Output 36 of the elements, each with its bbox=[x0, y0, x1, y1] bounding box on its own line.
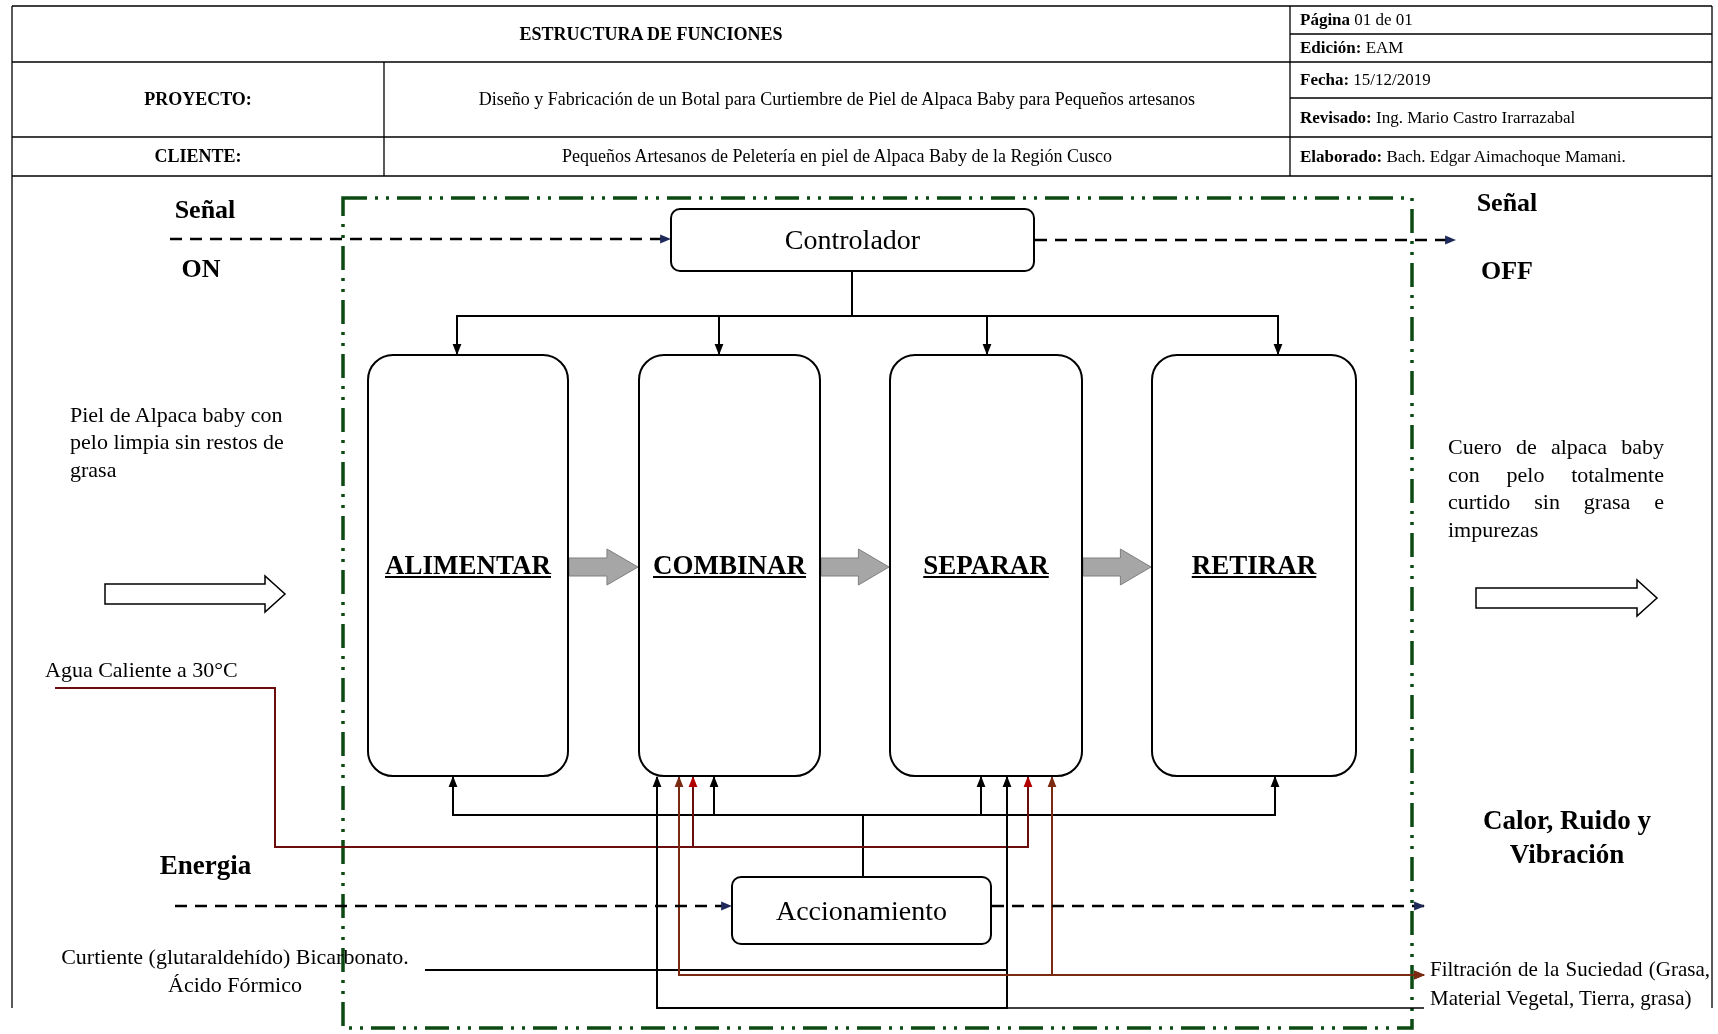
signal-label: Señal bbox=[173, 193, 237, 226]
function-box: ALIMENTAR bbox=[367, 354, 569, 777]
block-arrow bbox=[1082, 548, 1152, 586]
diagram-title: ESTRUCTURA DE FUNCIONES bbox=[518, 22, 784, 46]
signal-state: ON bbox=[180, 252, 222, 285]
project-title: Diseño y Fabricación de un Botal para Curtiembre de Piel de Alpaca Baby para Pequeños artesanos bbox=[477, 88, 1197, 112]
output-label: Filtración de la Suciedad (Grasa, Material Vegetal, Tierra, grasa) bbox=[1424, 898, 1710, 1030]
input-description: Piel de Alpaca baby con pelo limpia sin restos de grasa bbox=[70, 400, 285, 484]
output-description: Calor, Ruido y Vibración bbox=[1482, 804, 1652, 871]
dashed-arrow bbox=[170, 234, 672, 244]
date-info: Fecha: 15/12/2019 bbox=[1299, 69, 1432, 92]
field-label: CLIENTE: bbox=[153, 145, 243, 169]
process-box: Accionamiento bbox=[731, 876, 992, 945]
function-box: SEPARAR bbox=[889, 354, 1083, 777]
block-arrow bbox=[820, 548, 890, 586]
block-arrow bbox=[568, 548, 639, 586]
function-box: COMBINAR bbox=[638, 354, 821, 777]
process-box: Controlador bbox=[670, 208, 1035, 272]
page-info: Página 01 de 01 bbox=[1299, 9, 1414, 32]
arrow bbox=[54, 687, 698, 848]
dashed-arrow bbox=[992, 901, 1426, 911]
dashed-arrow bbox=[175, 901, 733, 911]
output-description: Cuero de alpaca baby con pelo totalmente curtido sin grasa e impurezas bbox=[1448, 433, 1664, 544]
field-label: PROYECTO: bbox=[143, 88, 253, 112]
reviewer-info: Revisado: Ing. Mario Castro Irarrazabal bbox=[1299, 106, 1577, 129]
arrow bbox=[1047, 775, 1426, 980]
connector-line bbox=[424, 969, 1425, 1009]
edition-info: Edición: EAM bbox=[1299, 37, 1405, 60]
function-box: RETIRAR bbox=[1151, 354, 1357, 777]
signal-state: OFF bbox=[1481, 256, 1533, 286]
signal-label: Señal bbox=[1476, 188, 1538, 218]
dashed-arrow bbox=[1035, 235, 1457, 245]
client-name: Pequeños Artesanos de Peletería en piel de Alpaca Baby de la Región Cusco bbox=[561, 145, 1113, 169]
input-label: Agua Caliente a 30°C bbox=[45, 652, 275, 688]
energy-label: Energia bbox=[158, 849, 253, 883]
author-info: Elaborado: Bach. Edgar Aimachoque Mamani. bbox=[1299, 145, 1627, 168]
